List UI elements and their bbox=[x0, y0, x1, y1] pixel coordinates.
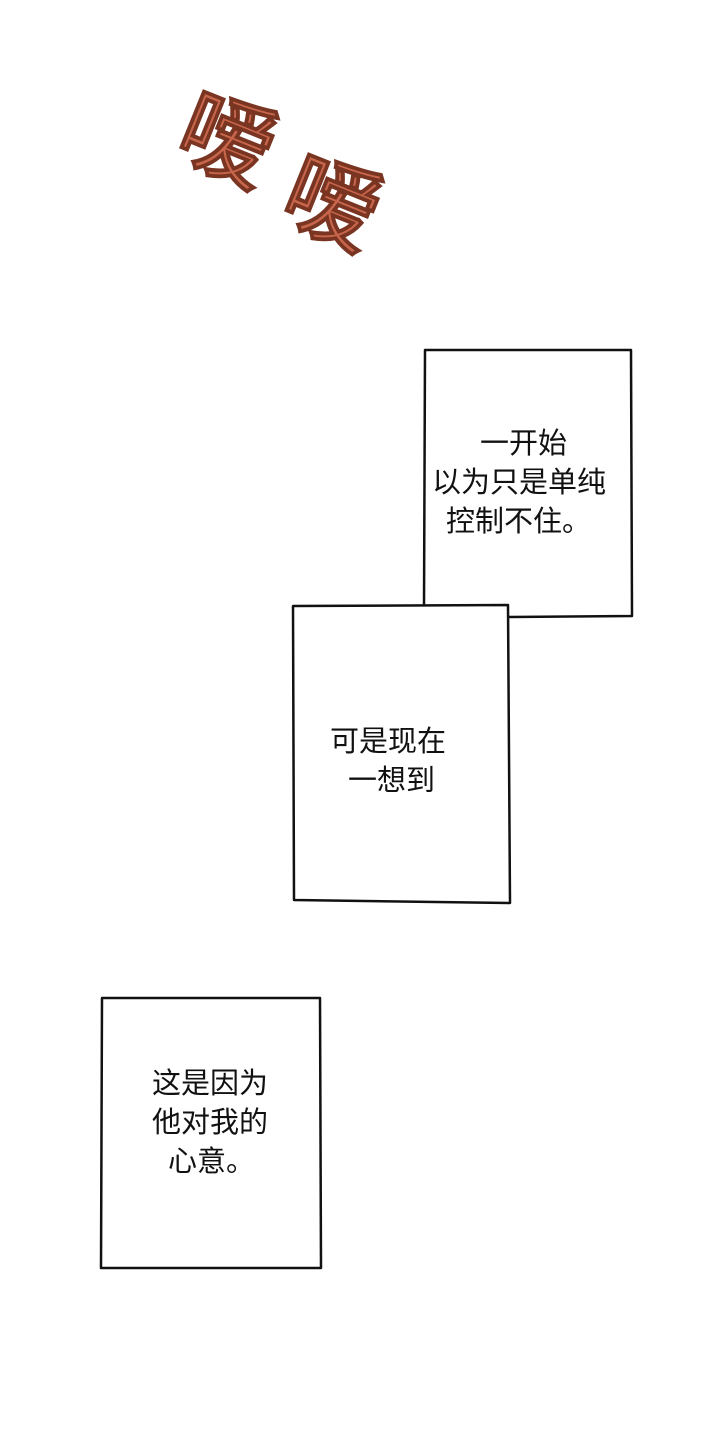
caption-text-1: 一开始 以为只是单纯 控制不住。 bbox=[432, 424, 606, 541]
caption-text-3: 这是因为 他对我的 心意。 bbox=[152, 1064, 268, 1181]
caption-3-line-2: 他对我的 bbox=[152, 1105, 269, 1139]
caption-2-line-2: 一想到 bbox=[348, 763, 436, 797]
caption-3-line-3: 心意。 bbox=[168, 1144, 256, 1178]
caption-box-1 bbox=[422, 348, 634, 619]
caption-box-2 bbox=[291, 603, 512, 905]
caption-2-line-1: 可是现在 bbox=[330, 724, 447, 758]
caption-text-2: 可是现在 一想到 bbox=[330, 722, 446, 800]
caption-box-3 bbox=[99, 996, 323, 1270]
caption-3-line-1: 这是因为 bbox=[152, 1066, 269, 1100]
caption-1-line-2: 以为只是单纯 bbox=[432, 465, 607, 499]
caption-1-line-3: 控制不住。 bbox=[446, 504, 592, 538]
caption-1-line-1: 一开始 bbox=[480, 426, 568, 460]
